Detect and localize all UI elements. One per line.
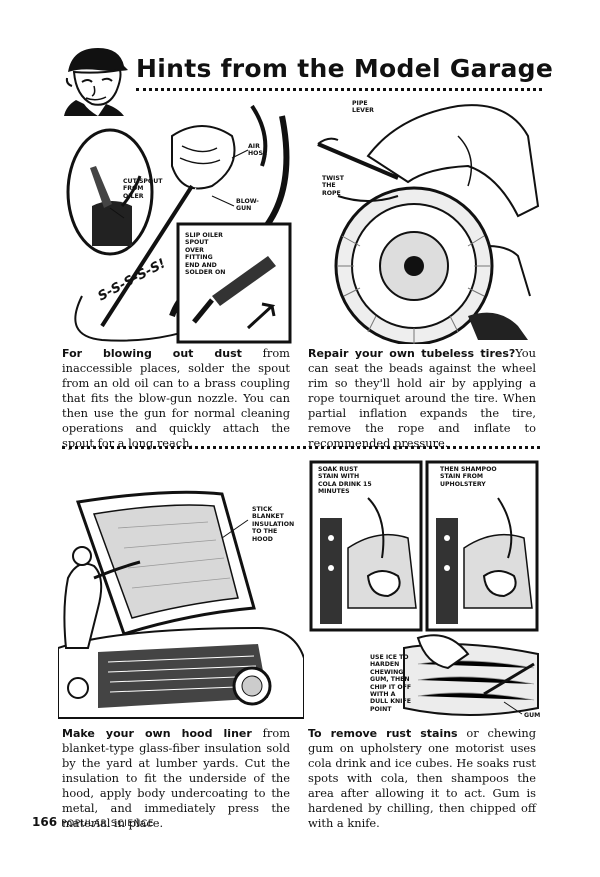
label-then-shampoo: THEN SHAMPOO STAIN FROM UPHOLSTERY — [440, 466, 497, 488]
caption-body: from inaccessible places, solder the spo… — [62, 346, 290, 450]
caption-lead: Make your own hood liner — [62, 727, 252, 740]
page-number: 166 — [32, 815, 58, 829]
caption-lead: To remove rust stains — [308, 727, 458, 740]
label-cut-spout: CUT SPOUT FROM OILER — [123, 178, 163, 200]
magazine-name: POPULAR SCIENCE — [61, 819, 155, 829]
rust-stain-illustration — [309, 460, 539, 716]
label-use-ice: USE ICE TO HARDEN CHEWING GUM, THEN CHIP… — [370, 654, 412, 713]
caption-body: from blanket-type glass-fiber insulation… — [62, 726, 290, 830]
caption-blowing-dust: For blowing out dust from inaccessible p… — [62, 346, 290, 451]
tire-repair-illustration — [317, 104, 540, 344]
caption-hood-liner: Make your own hood liner from blanket-ty… — [62, 726, 290, 831]
label-stick-blanket: STICK BLANKET INSULATION TO THE HOOD — [252, 506, 295, 543]
mechanic-portrait-logo — [64, 48, 128, 116]
label-twist-rope: TWIST THE ROPE — [322, 175, 345, 197]
caption-body: or chewing gum on upholstery one motoris… — [308, 726, 536, 830]
caption-rust-stains: To remove rust stains or chewing gum on … — [308, 726, 536, 831]
caption-body: You can seat the beads against the wheel… — [308, 346, 536, 450]
label-slip-oiler: SLIP OILER SPOUT OVER FITTING END AND SO… — [185, 232, 226, 277]
label-pipe-lever: PIPE LEVER — [352, 100, 374, 115]
caption-lead: For blowing out dust — [62, 347, 242, 360]
label-soak-rust: SOAK RUST STAIN WITH COLA DRINK 15 MINUT… — [318, 466, 372, 496]
label-blow-gun: BLOW-GUN — [236, 198, 259, 213]
page-title: Hints from the Model Garage — [136, 54, 554, 83]
title-rule — [136, 88, 542, 91]
caption-lead: Repair your own tubeless tires? — [308, 347, 516, 360]
caption-tubeless-tires: Repair your own tubeless tires?You can s… — [308, 346, 536, 451]
label-air-hose: AIR HOSE — [248, 143, 268, 158]
hood-liner-illustration — [58, 490, 304, 719]
label-gum: GUM — [524, 712, 541, 719]
section-divider — [62, 446, 540, 449]
blow-gun-illustration — [66, 104, 292, 344]
